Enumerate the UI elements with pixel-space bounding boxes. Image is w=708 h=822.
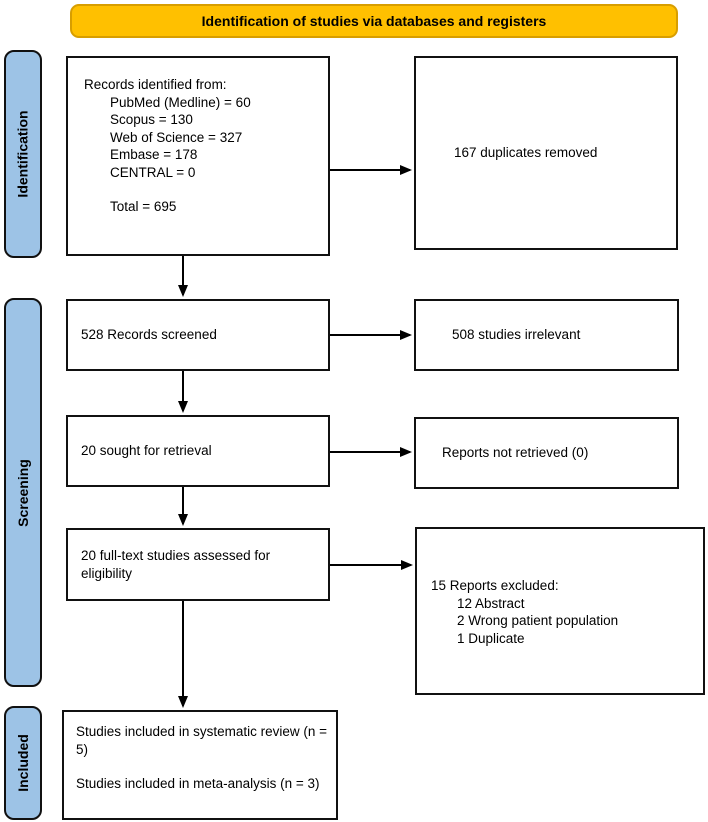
box-records-identified: Records identified from: PubMed (Medline…: [66, 56, 330, 256]
box-fulltext-assessed: 20 full-text studies assessed for eligib…: [66, 528, 330, 601]
stage-label-included: Included: [15, 734, 31, 792]
records-item: Embase = 178: [110, 147, 198, 163]
studies-irrelevant-text: 508 studies irrelevant: [452, 327, 581, 343]
box-duplicates-removed: 167 duplicates removed: [414, 56, 678, 250]
included-meta-analysis-text: Studies included in meta-analysis (n = 3…: [76, 776, 320, 792]
sought-for-retrieval-text: 20 sought for retrieval: [81, 443, 212, 459]
banner-title: Identification of studies via databases …: [70, 4, 678, 38]
included-systematic-text: Studies included in systematic review (n…: [76, 724, 327, 757]
blank-line: [76, 758, 328, 775]
box-reports-not-retrieved: Reports not retrieved (0): [414, 417, 679, 489]
stage-label-screening: Screening: [15, 458, 32, 527]
records-item: Web of Science = 327: [110, 129, 243, 145]
stage-bar-included: Included: [4, 706, 42, 820]
box-sought-for-retrieval: 20 sought for retrieval: [66, 415, 330, 487]
records-heading: Records identified from:: [84, 77, 227, 92]
records-total: Total = 695: [110, 199, 177, 215]
records-item: Scopus = 130: [110, 112, 193, 128]
reports-excluded-heading: 15 Reports excluded:: [431, 578, 559, 593]
reports-not-retrieved-text: Reports not retrieved (0): [442, 445, 589, 461]
banner-title-text: Identification of studies via databases …: [201, 13, 547, 29]
stage-bar-identification: Identification: [4, 50, 42, 258]
stage-bar-screening: Screening: [4, 298, 42, 687]
duplicates-removed-text: 167 duplicates removed: [454, 145, 598, 161]
excluded-item: 1 Duplicate: [457, 630, 525, 646]
excluded-item: 12 Abstract: [457, 595, 525, 611]
box-reports-excluded: 15 Reports excluded: 12 Abstract 2 Wrong…: [415, 527, 705, 695]
box-studies-included: Studies included in systematic review (n…: [62, 710, 338, 820]
box-studies-irrelevant: 508 studies irrelevant: [414, 299, 679, 371]
records-screened-text: 528 Records screened: [81, 327, 217, 343]
records-item: CENTRAL = 0: [110, 164, 196, 180]
fulltext-assessed-text: 20 full-text studies assessed for eligib…: [81, 547, 271, 581]
box-records-screened: 528 Records screened: [66, 299, 330, 371]
records-item: PubMed (Medline) = 60: [110, 94, 251, 110]
stage-label-identification: Identification: [15, 110, 31, 198]
blank-line: [84, 181, 318, 198]
excluded-item: 2 Wrong patient population: [457, 613, 619, 629]
